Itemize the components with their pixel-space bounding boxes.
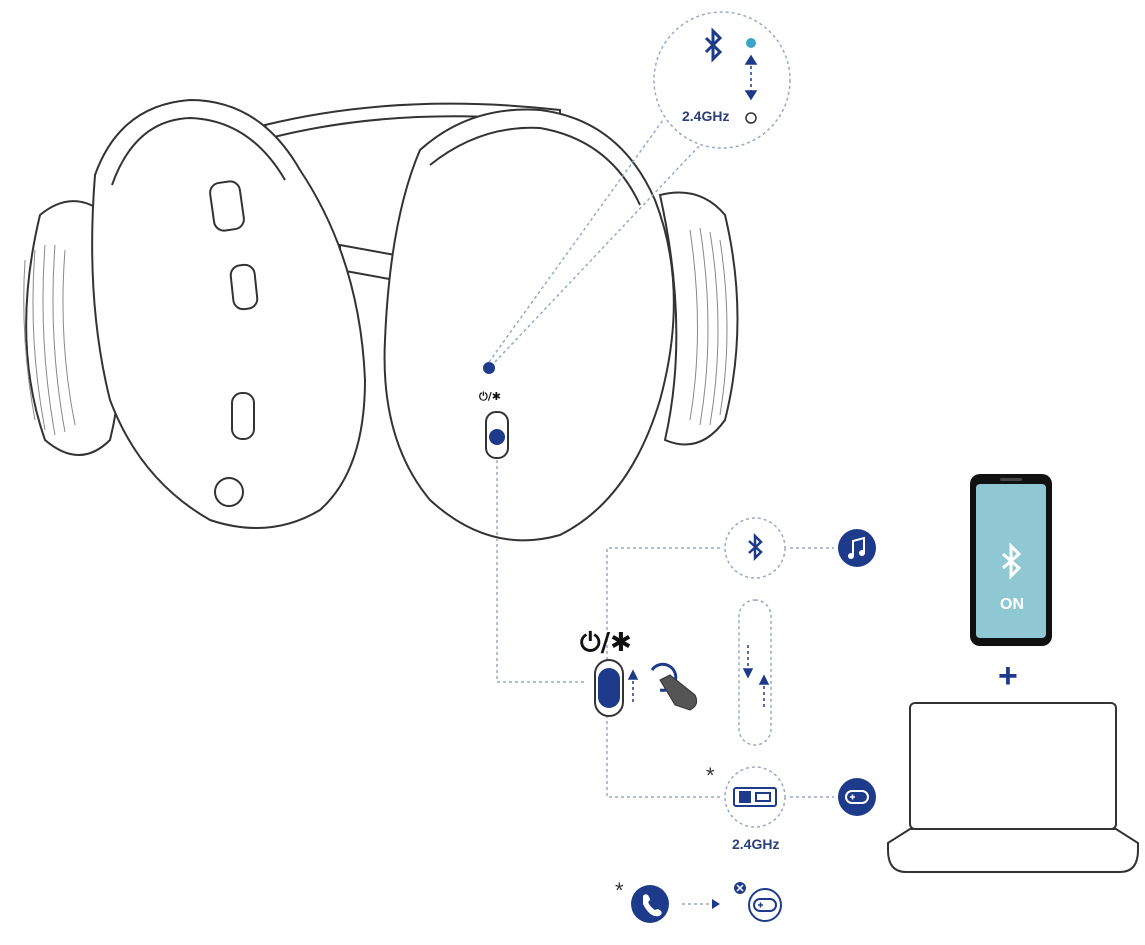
led-zoom-circle xyxy=(653,11,791,149)
phone-on-label: ON xyxy=(1000,596,1024,613)
mode-toggle-capsule xyxy=(738,599,772,746)
music-note-icon xyxy=(838,529,876,567)
power-bluetooth-switch-label: ⏻/✱ xyxy=(580,628,632,658)
laptop xyxy=(887,702,1139,873)
left-mesh xyxy=(23,244,76,436)
led-bluetooth-indicator xyxy=(746,38,756,48)
usb-dongle-icon xyxy=(733,787,777,807)
headphone-switch-symbol: ⏻/✱ xyxy=(479,390,501,403)
audio-jack xyxy=(214,477,244,507)
right-ear-pad xyxy=(658,191,739,446)
mic-mute-button xyxy=(229,263,259,311)
bluetooth-icon xyxy=(704,27,723,63)
call-asterisk: * xyxy=(615,878,624,903)
hand-pointer-icon xyxy=(650,662,698,711)
dongle-asterisk: * xyxy=(706,763,715,788)
mode-toggle-arrows xyxy=(742,645,770,710)
usb-c-port xyxy=(231,392,255,440)
led-2g4-label: 2.4GHz xyxy=(682,108,730,124)
gamepad-icon xyxy=(838,778,876,816)
slide-switch-knob xyxy=(598,668,620,708)
plus-sign: + xyxy=(998,657,1018,695)
dongle-2g4-label: 2.4GHz xyxy=(732,836,780,852)
led-toggle-arrows xyxy=(744,54,758,101)
slide-up-arrow xyxy=(627,669,639,705)
bluetooth-mode-icon xyxy=(748,532,763,562)
call-arrow-head xyxy=(712,899,720,909)
zoom-lines xyxy=(488,119,701,363)
headphones xyxy=(23,98,739,542)
right-earcup-inner xyxy=(429,126,641,206)
right-mesh xyxy=(689,227,728,426)
phone-call-icon xyxy=(631,885,669,923)
headphone-led xyxy=(483,362,495,374)
volume-rocker xyxy=(209,180,245,232)
music-note-glyph xyxy=(852,536,865,556)
flow-lines xyxy=(496,460,834,905)
phone-bluetooth-icon xyxy=(1002,542,1022,580)
led-2g4-indicator xyxy=(745,112,757,124)
left-earcup xyxy=(91,98,367,529)
left-earcup-inner xyxy=(111,116,286,186)
gamepad-outline-icon xyxy=(748,888,782,922)
headphone-switch-knob xyxy=(489,429,505,445)
